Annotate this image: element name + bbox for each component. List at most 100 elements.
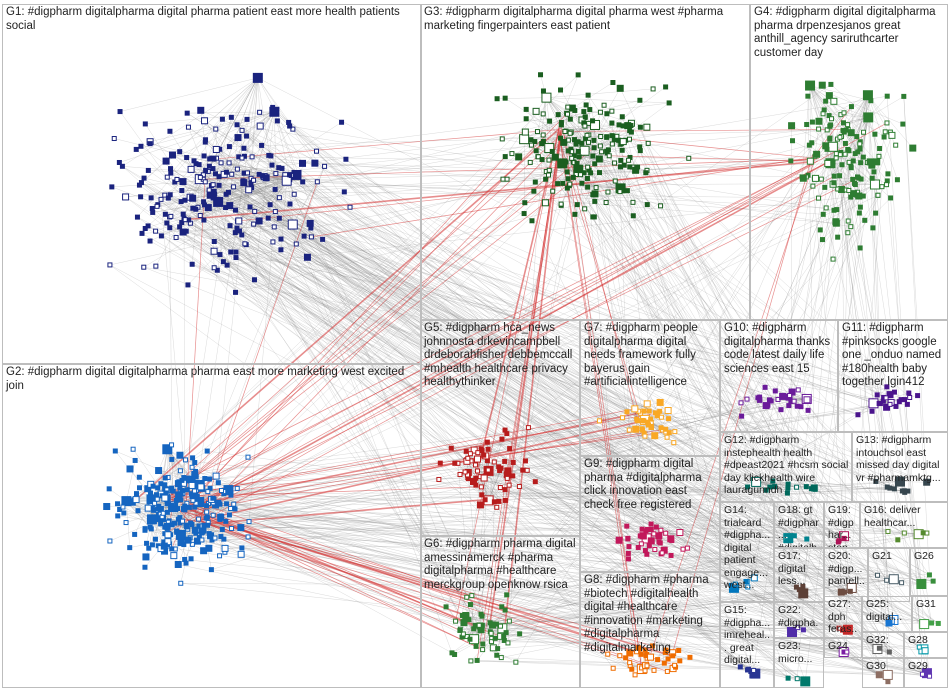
group-label: G32: [866,634,889,646]
edge [594,124,626,141]
group-box-g2: G2: #digpharm digital digitalpharma phar… [2,364,422,688]
edge [190,222,642,545]
edge [549,74,579,149]
group-label: G12: #digpharm instephealth health #dpea… [724,434,852,496]
edge [257,77,891,405]
edge [524,111,584,140]
edge [204,204,293,225]
edge [195,503,888,676]
edge [473,622,932,630]
edge [279,218,887,581]
edge [122,77,258,167]
edge [237,111,275,138]
edge [588,123,887,581]
edge [841,136,848,653]
edge [506,433,756,674]
edge [528,427,892,622]
edge [211,117,232,194]
edge [546,97,553,152]
group-box-g8: G8: #digpharm #pharma #biotech #digitalh… [580,572,720,688]
edge [203,179,890,489]
edge [560,165,897,407]
edge [830,84,869,118]
edge [149,176,288,242]
edge [195,163,642,655]
group-box-g15: G15: #digpha... imreheal... great digita… [720,602,774,688]
edge [141,182,851,592]
group-box-g16: G16: deliver healthcar... [860,502,948,548]
edge [549,112,601,149]
edge [191,179,200,265]
group-label: G18: gt #digphar... #digitalh... [778,504,821,548]
edge [166,111,275,162]
edge [241,177,288,236]
group-box-g12: G12: #digpharm instephealth health #dpea… [720,432,852,502]
edge [584,109,590,151]
edge [211,187,252,194]
edge [136,149,485,479]
edge [840,95,869,191]
group-box-g28: G28 [904,632,948,658]
edge [246,135,873,412]
group-label: G14: trialcard #digpha... digital patien… [724,504,774,591]
edge [243,148,287,181]
edge [228,192,293,225]
edge [226,264,804,587]
edge [244,77,259,244]
edge [844,131,876,185]
edge [809,85,864,133]
edge [144,177,212,194]
group-box-g30: G30 [862,658,904,688]
group-box-g1: G1: #digpharm digitalpharma digital phar… [2,4,422,364]
edge [192,180,287,209]
group-box-g32: G32: [862,632,904,658]
edge [152,174,297,209]
edge [620,158,689,189]
edge [459,474,934,582]
edge [562,122,585,164]
group-box-g4: G4: #digpharm digital digitalpharma phar… [750,4,948,320]
edge [170,168,212,194]
edge [170,77,258,195]
group-label: G8: #digpharm #pharma #biotech #digitalh… [584,574,712,654]
edge [481,448,928,674]
edge [818,117,869,199]
edge [533,188,621,192]
edge [212,184,749,670]
edge [257,77,351,208]
edge [857,117,869,178]
edge [211,193,215,268]
edge [257,77,280,219]
group-label: G20: #digp... pantell... [828,550,866,600]
edge [167,449,194,480]
edge [573,162,905,534]
edge [609,155,621,189]
group-label: G3: #digpharm digitalpharma digital phar… [424,6,727,32]
edge [809,85,864,158]
edge [868,96,904,118]
edge [809,85,885,138]
edge [867,95,913,149]
edge [126,500,164,543]
edge [241,111,275,159]
edge [830,129,849,164]
edge [872,184,876,228]
edge [277,120,297,176]
group-box-g3: G3: #digpharm digitalpharma digital phar… [420,4,750,320]
edge [179,113,567,456]
edge [505,98,585,151]
group-label: G29 [908,660,928,672]
edge [165,488,848,630]
edge [809,85,903,125]
edge [286,180,323,240]
edge [217,201,231,253]
edge [292,191,345,225]
edge [170,176,288,217]
edge [809,85,855,184]
edge [546,97,589,143]
edge [212,487,890,499]
edge [192,208,639,648]
edge [488,466,499,501]
group-box-g20: G20: #digp... pantell... [824,548,868,602]
group-box-g21: G21 [868,548,910,602]
